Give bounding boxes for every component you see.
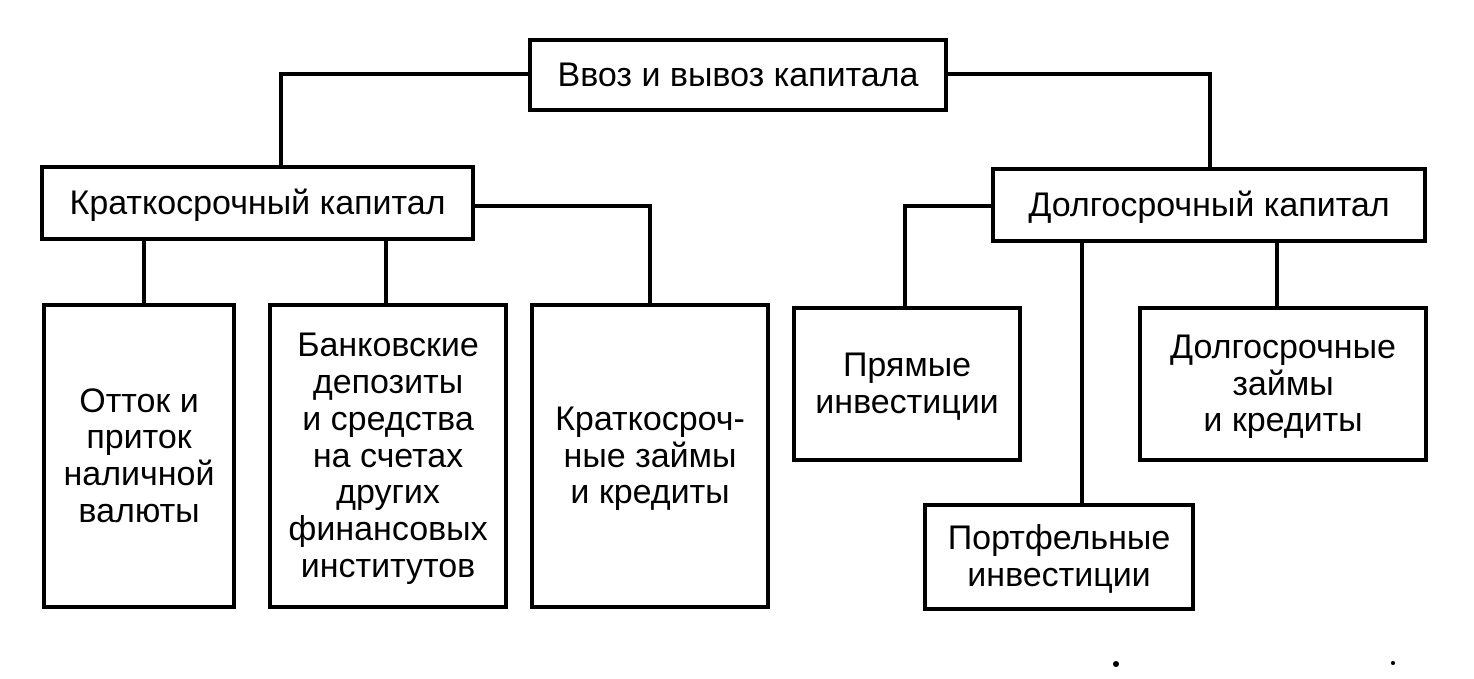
long-term-loans-label: Долгосрочные займы и кредиты [1170, 327, 1396, 440]
connector-short-term-loans [473, 204, 652, 305]
root-box: Ввоз и вывоз капитала [528, 38, 948, 112]
connector-root-short-term [279, 72, 530, 165]
portfolio-investments-box: Портфельные инвестиции [923, 503, 1195, 611]
cash-flow-label: Отток и приток наличной валюты [63, 381, 215, 530]
bank-deposits-box: Банковские депозиты и средства на счетах… [268, 303, 508, 609]
direct-investments-box: Прямые инвестиции [792, 306, 1022, 462]
bank-deposits-label: Банковские депозиты и средства на счетах… [288, 326, 488, 585]
short-term-capital-box: Краткосрочный капитал [40, 165, 475, 241]
long-term-capital-box: Долгосрочный капитал [991, 167, 1427, 243]
cash-flow-box: Отток и приток наличной валюты [42, 303, 236, 609]
long-term-loans-box: Долгосрочные займы и кредиты [1138, 306, 1428, 462]
direct-investments-label: Прямые инвестиции [815, 346, 999, 421]
connector-long-term-direct [903, 204, 993, 308]
long-term-capital-label: Долгосрочный капитал [1028, 185, 1390, 224]
short-term-loans-label: Краткосроч- ные займы и кредиты [555, 399, 745, 512]
connector-root-long-term [946, 72, 1212, 167]
short-term-loans-box: Краткосроч- ные займы и кредиты [530, 303, 770, 609]
short-term-capital-label: Краткосрочный капитал [69, 183, 446, 222]
portfolio-investments-label: Портфельные инвестиции [947, 519, 1171, 594]
root-label: Ввоз и вывоз капитала [557, 55, 919, 94]
